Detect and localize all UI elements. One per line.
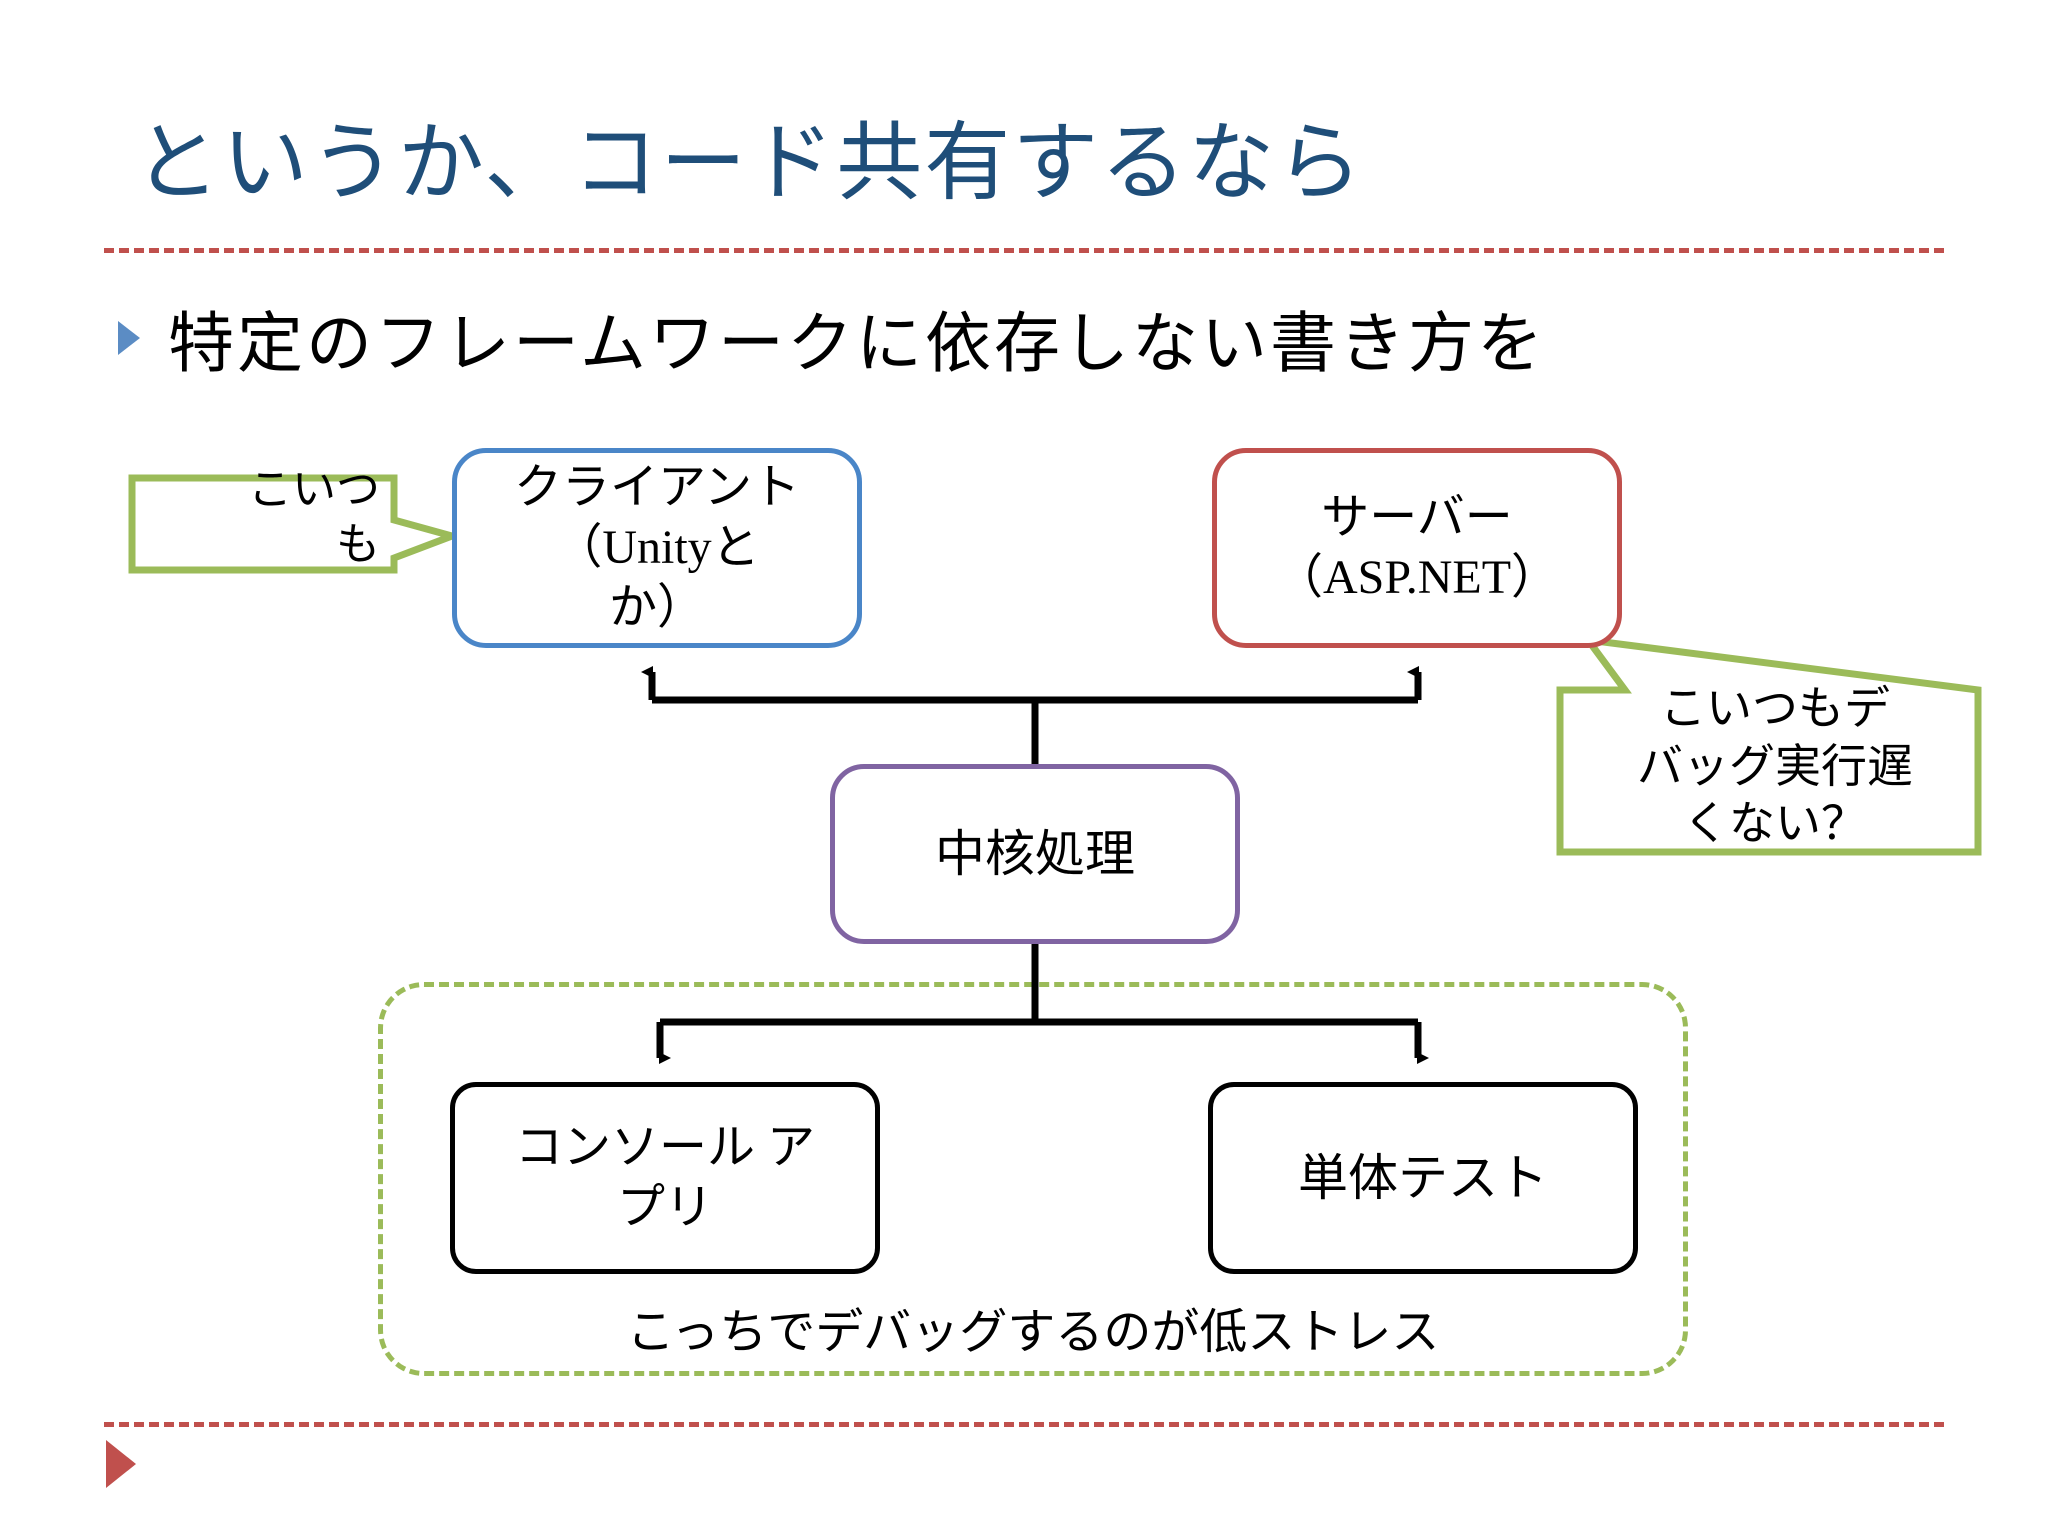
node-server[interactable]: サーバー （ASP.NET） <box>1212 448 1622 648</box>
page-title: というか、コード共有するなら <box>134 115 1365 211</box>
callout-right-line1: こいつもデ <box>1660 683 1890 734</box>
node-console-app[interactable]: コンソール ア プリ <box>450 1082 880 1274</box>
node-server-line2: （ASP.NET） <box>1274 551 1560 604</box>
callout-right-line2: バッグ実行遅 <box>1637 740 1913 792</box>
node-client-line2: （Unityと <box>554 521 760 574</box>
bullet-text: 特定のフレームワークに依存しない書き方を <box>168 308 1547 381</box>
node-server-line1: サーバー <box>1321 491 1513 544</box>
debug-region-label: こっちでデバッグするのが低ストレス <box>626 1306 1440 1359</box>
callout-left-line2: も <box>336 520 380 569</box>
node-unit-test-label: 単体テスト <box>1298 1149 1548 1206</box>
node-client-label: クライアント （Unityと か） <box>514 458 800 638</box>
node-unit-test[interactable]: 単体テスト <box>1208 1082 1638 1274</box>
node-client-line1: クライアント <box>513 461 801 514</box>
node-server-label: サーバー （ASP.NET） <box>1275 488 1559 608</box>
node-core-label: 中核処理 <box>935 825 1135 882</box>
callout-right: こいつもデ バッグ実行遅 くない？ <box>1580 680 1970 853</box>
callout-left-line1: こいつ <box>248 465 380 514</box>
node-client-line3: か） <box>608 581 705 634</box>
bullet-row: 特定のフレームワークに依存しない書き方を <box>118 290 1546 386</box>
callout-right-line3: くない？ <box>1683 798 1867 849</box>
node-core[interactable]: 中核処理 <box>830 764 1240 944</box>
footer-divider <box>104 1422 1944 1427</box>
title-divider <box>104 248 1944 253</box>
node-console-app-line1: コンソール ア <box>514 1121 815 1174</box>
node-client[interactable]: クライアント （Unityと か） <box>452 448 862 648</box>
triangle-bullet-icon <box>118 321 140 355</box>
footer-triangle-icon <box>106 1440 136 1488</box>
node-console-app-line2: プリ <box>616 1181 713 1234</box>
callout-left: こいつ も <box>150 462 380 572</box>
node-console-app-label: コンソール ア プリ <box>515 1118 815 1238</box>
